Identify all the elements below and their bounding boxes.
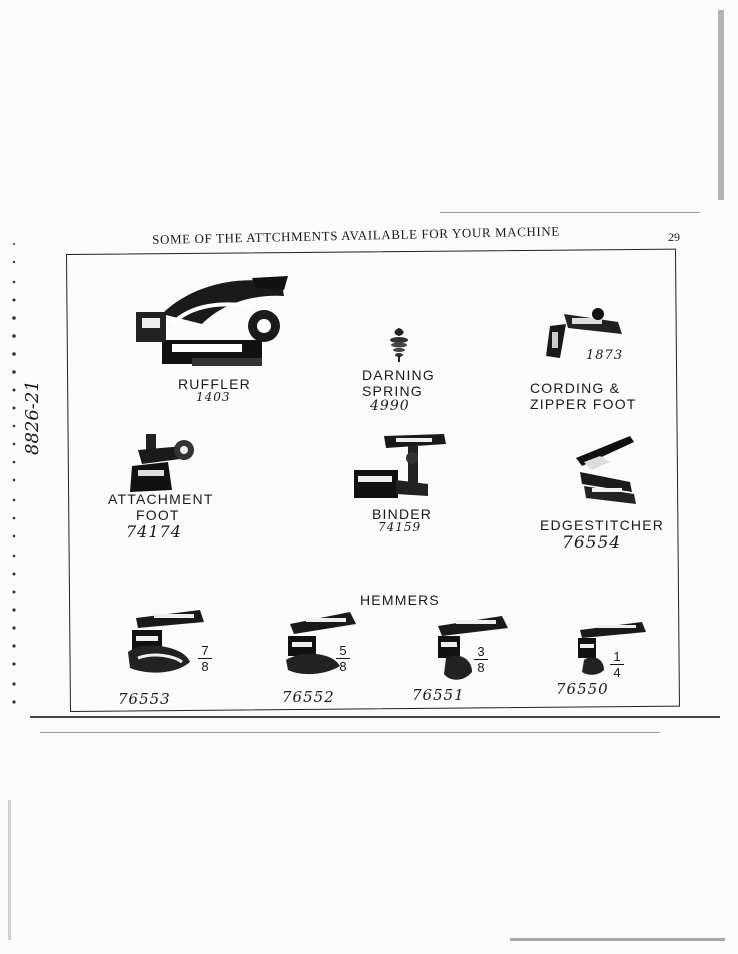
hemmer-part-number: 76550 [556, 680, 609, 698]
fraction-denominator: 4 [613, 665, 621, 680]
ruffler-icon [136, 276, 288, 366]
hemmers-heading: HEMMERS [360, 592, 440, 608]
hemmer-size-fraction: 7 8 [198, 644, 212, 673]
scan-edge-left [8, 800, 11, 940]
binder-label: BINDER [372, 506, 433, 522]
darning-spring-label-line1: DARNING [362, 367, 435, 383]
hemmer-part-number: 76553 [118, 690, 171, 708]
ruffler-part-number: 1403 [196, 390, 231, 404]
hemmer-part-number: 76551 [412, 686, 465, 704]
fraction-numerator: 3 [477, 644, 485, 659]
margin-dots [12, 243, 16, 704]
fraction-denominator: 8 [477, 660, 485, 675]
hemmer-icon [128, 610, 204, 673]
fraction-denominator: 8 [201, 659, 209, 674]
attachment-foot-icon [130, 434, 194, 492]
hemmer-size-fraction: 3 8 [474, 645, 488, 674]
attachment-foot-part-number: 74174 [126, 522, 182, 541]
cording-zipper-foot-label-line1: CORDING & [530, 380, 621, 396]
ruffler-label: RUFFLER [178, 376, 251, 392]
cording-zipper-foot-part-number: 1873 [586, 348, 624, 363]
fraction-numerator: 1 [613, 649, 621, 664]
divider-line-top [440, 212, 700, 213]
edgestitcher-part-number: 76554 [562, 533, 622, 553]
scan-edge-right [718, 10, 724, 200]
cording-zipper-foot-label-line2: ZIPPER FOOT [530, 396, 637, 412]
edgestitcher-icon [576, 436, 636, 504]
page-title: SOME OF THE ATTCHMENTS AVAILABLE FOR YOU… [152, 223, 560, 247]
hemmer-size-fraction: 1 4 [610, 650, 624, 679]
fraction-denominator: 8 [339, 659, 347, 674]
hemmer-icon [578, 622, 646, 675]
binder-icon [354, 434, 446, 498]
hemmer-size-fraction: 5 8 [336, 644, 350, 673]
darning-spring-label-line2: SPRING [362, 383, 423, 399]
page-number: 29 [668, 230, 680, 244]
edgestitcher-label: EDGESTITCHER [540, 517, 665, 533]
cording-zipper-foot-icon [546, 308, 622, 358]
hemmer-part-number: 76552 [282, 688, 335, 706]
binder-part-number: 74159 [378, 520, 422, 534]
attachment-foot-label-line2: FOOT [136, 507, 180, 523]
attachment-foot-label-line1: ATTACHMENT [108, 491, 214, 507]
divider-line [30, 716, 720, 718]
divider-line-faint [40, 732, 660, 733]
hemmer-icon [286, 612, 356, 675]
margin-handwritten-note: 8826-21 [22, 380, 43, 455]
fraction-numerator: 7 [201, 643, 209, 658]
darning-spring-icon [390, 328, 408, 362]
darning-spring-part-number: 4990 [370, 398, 410, 414]
scan-edge-bottom [510, 938, 725, 941]
fraction-numerator: 5 [339, 643, 347, 658]
hemmer-icon [438, 616, 508, 680]
